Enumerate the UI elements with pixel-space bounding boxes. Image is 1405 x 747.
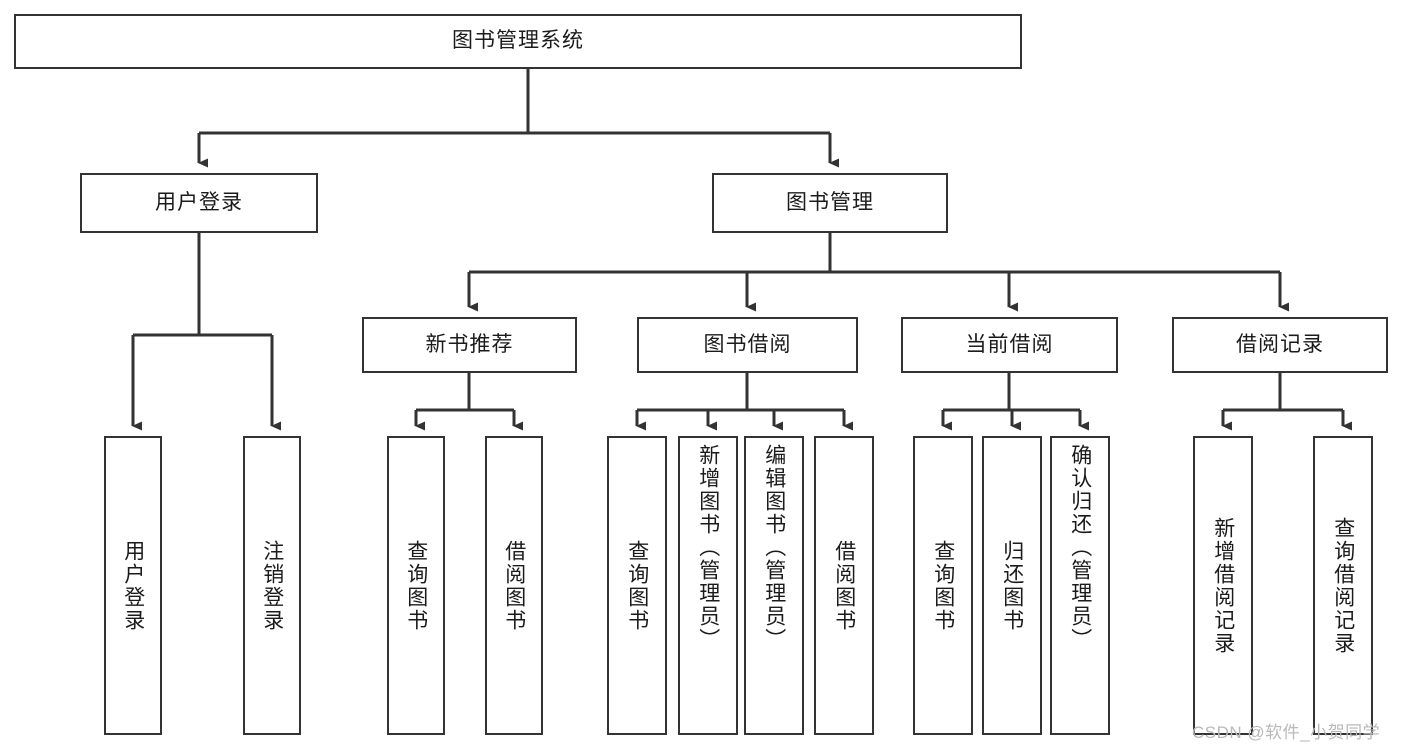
node-label: 图书借阅 <box>703 332 792 356</box>
node-leaf-borrow-book-1[interactable]: 借阅图书 <box>485 436 543 735</box>
node-leaf-borrow-book-2[interactable]: 借阅图书 <box>814 436 874 735</box>
node-book-manage[interactable]: 图书管理 <box>712 173 948 233</box>
node-label: 借阅记录 <box>1236 332 1324 356</box>
node-new-book-recommend[interactable]: 新书推荐 <box>362 317 577 373</box>
node-leaf-query-record[interactable]: 查询借阅记录 <box>1313 436 1373 735</box>
node-borrow-record[interactable]: 借阅记录 <box>1172 317 1388 373</box>
node-leaf-confirm-return[interactable]: 确认归还（管理员） <box>1050 436 1110 735</box>
node-label: 用户登录 <box>155 190 243 214</box>
node-label: 借阅图书 <box>502 539 526 632</box>
node-label: 查询图书 <box>404 539 428 632</box>
node-leaf-add-book[interactable]: 新增图书（管理员） <box>678 436 738 735</box>
node-label: 查询借阅记录 <box>1331 516 1355 655</box>
node-label: 新增图书（管理员） <box>696 444 720 651</box>
node-label: 图书管理系统 <box>452 29 584 53</box>
node-label: 归还图书 <box>1000 539 1024 632</box>
node-label: 确认归还（管理员） <box>1068 444 1092 651</box>
node-current-borrow[interactable]: 当前借阅 <box>901 317 1118 373</box>
node-label: 图书管理 <box>786 190 874 214</box>
node-label: 新书推荐 <box>425 332 514 356</box>
node-leaf-query-book-1[interactable]: 查询图书 <box>387 436 445 735</box>
node-label: 当前借阅 <box>965 332 1054 356</box>
node-leaf-user-login[interactable]: 用户登录 <box>104 436 162 735</box>
node-label: 用户登录 <box>121 539 145 632</box>
node-label: 新增借阅记录 <box>1211 516 1235 655</box>
node-leaf-query-book-3[interactable]: 查询图书 <box>913 436 973 735</box>
node-leaf-query-book-2[interactable]: 查询图书 <box>607 436 667 735</box>
node-label: 借阅图书 <box>832 539 856 632</box>
node-leaf-edit-book[interactable]: 编辑图书（管理员） <box>744 436 804 735</box>
node-label: 查询图书 <box>625 539 649 632</box>
node-label: 编辑图书（管理员） <box>762 444 786 651</box>
node-label: 注销登录 <box>260 539 284 632</box>
csdn-watermark: CSDN @软件_小贺同学 <box>1192 723 1381 742</box>
node-book-borrow[interactable]: 图书借阅 <box>637 317 858 373</box>
node-root[interactable]: 图书管理系统 <box>14 14 1022 69</box>
node-leaf-add-record[interactable]: 新增借阅记录 <box>1193 436 1253 735</box>
node-user-login[interactable]: 用户登录 <box>80 173 318 233</box>
node-label: 查询图书 <box>931 539 955 632</box>
node-leaf-logout[interactable]: 注销登录 <box>243 436 301 735</box>
node-leaf-return-book[interactable]: 归还图书 <box>982 436 1042 735</box>
